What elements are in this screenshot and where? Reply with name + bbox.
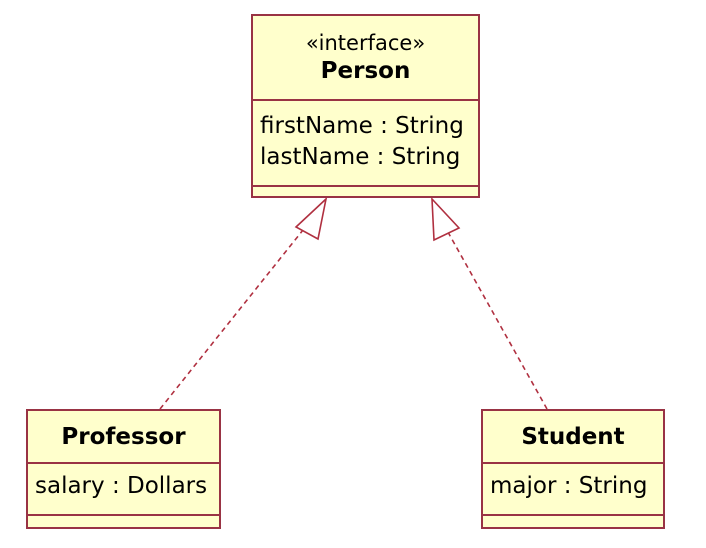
class-person-header: «interface» Person bbox=[253, 16, 478, 101]
student-realization-line bbox=[443, 224, 548, 410]
class-person[interactable]: «interface» Person firstName : String la… bbox=[251, 14, 480, 198]
class-person-attribute: firstName : String bbox=[260, 113, 464, 139]
class-student-header: Student bbox=[483, 411, 663, 464]
professor-realization-line bbox=[159, 224, 308, 410]
class-student-attributes: major : String bbox=[483, 464, 663, 516]
student-realization-arrowhead bbox=[431, 196, 461, 242]
class-person-attribute: lastName : String bbox=[260, 144, 461, 170]
class-professor-attributes: salary : Dollars bbox=[28, 464, 219, 516]
class-student-attribute: major : String bbox=[490, 473, 648, 499]
class-professor[interactable]: Professor salary : Dollars bbox=[26, 409, 221, 529]
class-student-name: Student bbox=[521, 424, 625, 450]
class-person-name: Person bbox=[320, 58, 411, 84]
class-professor-attribute: salary : Dollars bbox=[35, 473, 208, 499]
class-student[interactable]: Student major : String bbox=[481, 409, 665, 529]
class-person-attributes: firstName : String lastName : String bbox=[253, 101, 478, 187]
class-professor-header: Professor bbox=[28, 411, 219, 464]
class-person-stereotype: «interface» bbox=[305, 31, 426, 55]
professor-realization-arrowhead bbox=[294, 196, 328, 241]
class-professor-name: Professor bbox=[61, 424, 186, 450]
